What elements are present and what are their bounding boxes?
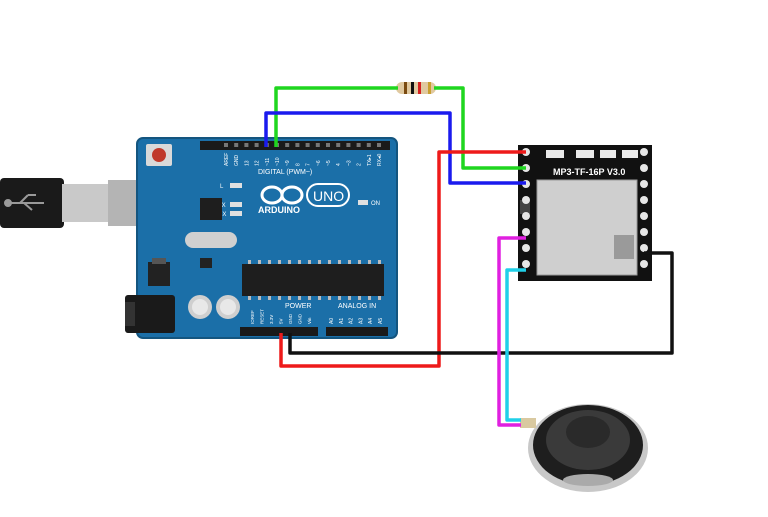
analog-label: ANALOG IN [338, 303, 376, 310]
module-pin [640, 228, 648, 236]
dc-jack [125, 295, 175, 333]
resistor [384, 82, 448, 94]
module-pin [522, 228, 530, 236]
power-label: POWER [285, 303, 311, 310]
digital-pin-label: ~6 [316, 160, 322, 166]
header-pin [295, 143, 300, 147]
mp3-module-label: MP3-TF-16P V3.0 [553, 167, 625, 177]
cyan-wire [505, 268, 526, 422]
analog-pin-label: A0 [329, 318, 335, 324]
module-pin [640, 212, 648, 220]
digital-pin-label: ~11 [265, 158, 271, 166]
digital-pin-label: 8 [295, 163, 301, 166]
digital-pin-label: GND [234, 155, 240, 167]
analog-header [326, 327, 388, 336]
wires [264, 86, 674, 427]
header-pin [336, 143, 341, 147]
digital-pin-label: ~9 [285, 160, 291, 166]
header-pin [244, 143, 249, 147]
analog-pin-label: A1 [339, 318, 345, 324]
arduino-uno-board: AREF GND 13 12 ~11 ~10 ~9 8 7 ~6 ~5 4 ~3 2 TX▸1 RX◂0 DI… [125, 137, 398, 339]
module-pin [522, 196, 530, 204]
led-rx-label: RX [218, 212, 226, 218]
mp3-module: MP3-TF-16P V3.0 [518, 145, 652, 281]
header-pin [356, 143, 361, 147]
power-pin-label: 3.3V [269, 315, 274, 324]
digital-pin-label: 13 [244, 160, 250, 166]
usb-cable [0, 178, 138, 228]
power-pin-label: IOREF [250, 310, 255, 324]
module-pin [640, 148, 648, 156]
atmega-chip [242, 264, 384, 296]
uno-label: UNO [313, 188, 344, 204]
analog-pin-label: A2 [349, 318, 355, 324]
header-pin [305, 143, 310, 147]
magenta-wire [497, 236, 526, 427]
power-header [240, 327, 318, 336]
header-pin [224, 143, 228, 147]
speaker [520, 404, 648, 492]
header-pin [346, 143, 351, 147]
digital-label: DIGITAL (PWM~) [258, 169, 312, 176]
digital-header [200, 141, 390, 150]
power-pin-label: 5V [279, 318, 284, 324]
power-pin-label: RESET [260, 309, 265, 324]
digital-pin-label: TX▸1 [367, 154, 373, 166]
digital-pin-label: 4 [336, 163, 342, 166]
analog-pin-label: A4 [368, 318, 374, 324]
power-pin-label: GND [288, 313, 293, 324]
header-pin [315, 143, 320, 147]
on-label: ON [371, 201, 380, 207]
digital-pin-label: 2 [357, 163, 363, 166]
module-pin [522, 244, 530, 252]
crystal [185, 232, 237, 248]
digital-pin-label: 7 [306, 163, 312, 166]
red-wire [279, 150, 526, 368]
header-pin [366, 143, 371, 147]
analog-pin-label: A3 [358, 318, 364, 324]
module-pin [522, 260, 530, 268]
module-pin [522, 212, 530, 220]
module-pin [640, 180, 648, 188]
uno-badge [306, 183, 350, 207]
green-wire [274, 86, 526, 170]
digital-pin-label: RX◂0 [377, 154, 383, 166]
digital-pin-label: ~10 [275, 157, 281, 166]
sd-card-slot [537, 180, 637, 275]
header-pin [377, 143, 381, 147]
blue-wire [264, 111, 526, 185]
black-wire [288, 251, 674, 355]
usb-icon [4, 194, 44, 211]
header-pin [326, 143, 330, 147]
power-pin-label: GND [298, 313, 303, 324]
header-pin [285, 143, 290, 147]
module-pin [640, 196, 648, 204]
header-pin [254, 143, 259, 147]
power-pin-label: Vin [307, 317, 312, 324]
digital-pin-label: ~3 [346, 160, 352, 166]
header-pin [234, 143, 239, 147]
module-pin [640, 244, 648, 252]
digital-pin-label: 12 [255, 160, 261, 166]
arduino-brand: ARDUINO [258, 205, 300, 215]
digital-pin-label: ~5 [326, 160, 332, 166]
mp3-left-pins [522, 148, 530, 268]
module-pin [640, 260, 648, 268]
usb-chip [200, 198, 222, 220]
arduino-infinity-logo [260, 185, 304, 205]
module-pin [640, 164, 648, 172]
digital-pin-label: AREF [224, 153, 230, 166]
mp3-right-pins [640, 148, 648, 268]
analog-pin-label: A5 [378, 318, 384, 324]
led-l-label: L [220, 184, 224, 190]
